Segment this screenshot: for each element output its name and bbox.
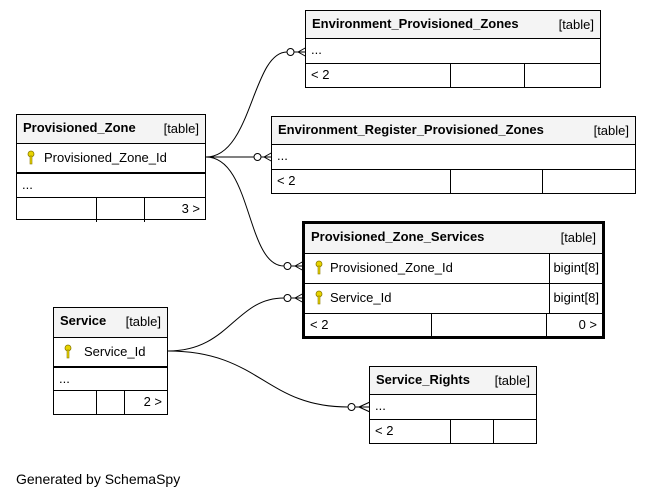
column-row[interactable]: Provisioned_Zone_Id bigint[8] <box>305 254 602 284</box>
table-header: Environment_Provisioned_Zones [table] <box>306 11 600 39</box>
column-name: Service_Id <box>330 290 392 305</box>
relations-row: < 2 0 > <box>305 314 602 339</box>
table-kind: [table] <box>560 230 596 245</box>
table-kind: [table] <box>163 121 199 136</box>
table-service-rights[interactable]: Service_Rights [table] ... < 2 <box>369 366 537 444</box>
table-kind: [table] <box>494 373 530 388</box>
table-kind: [table] <box>593 123 629 138</box>
primary-key-icon <box>64 344 72 359</box>
table-environment-provisioned-zones[interactable]: Environment_Provisioned_Zones [table] ..… <box>305 10 601 88</box>
table-environment-register-provisioned-zones[interactable]: Environment_Register_Provisioned_Zones [… <box>271 116 636 194</box>
primary-key-icon <box>27 150 35 165</box>
primary-key-icon <box>315 260 323 275</box>
table-name[interactable]: Provisioned_Zone_Services <box>311 229 485 244</box>
edge-pz-to-env-provisioned-zones <box>205 51 288 158</box>
table-name[interactable]: Service_Rights <box>376 372 470 387</box>
column-name: Provisioned_Zone_Id <box>44 150 167 165</box>
relations-cell <box>431 314 432 339</box>
relations-cell <box>450 64 451 88</box>
primary-key-icon <box>315 290 323 305</box>
table-name[interactable]: Environment_Provisioned_Zones <box>312 16 519 31</box>
relations-cell <box>546 314 547 339</box>
table-header: Service_Rights [table] <box>370 367 536 395</box>
table-name[interactable]: Provisioned_Zone <box>23 120 136 135</box>
more-columns-row: ... <box>272 145 635 170</box>
relations-row: < 2 <box>306 64 600 88</box>
relations-cell <box>96 391 97 415</box>
table-name[interactable]: Environment_Register_Provisioned_Zones <box>278 122 544 137</box>
column-name: Service_Id <box>84 344 146 359</box>
column-type: bigint[8] <box>549 254 602 283</box>
column-row[interactable]: Service_Id <box>54 338 167 368</box>
relations-cell <box>493 420 494 444</box>
relations-cell <box>542 170 543 194</box>
children-count[interactable]: 2 > <box>143 394 162 409</box>
ellipsis: ... <box>59 371 70 386</box>
column-row[interactable]: Provisioned_Zone_Id <box>17 144 205 174</box>
relations-cell <box>450 420 451 444</box>
relations-cell <box>144 198 145 222</box>
more-columns-row: ... <box>370 395 536 420</box>
ellipsis: ... <box>311 42 322 57</box>
table-provisioned-zone[interactable]: Provisioned_Zone [table] Provisioned_Zon… <box>16 114 206 222</box>
column-row[interactable]: Service_Id bigint[8] <box>305 284 602 314</box>
relations-cell <box>124 391 125 415</box>
table-kind: [table] <box>125 314 161 329</box>
relations-cell <box>524 64 525 88</box>
edge-service-to-service-rights <box>167 350 349 408</box>
edge-service-to-pz-services <box>167 297 285 352</box>
parents-count[interactable]: < 2 <box>277 173 296 188</box>
parents-count[interactable]: < 2 <box>311 67 330 82</box>
table-provisioned-zone-services[interactable]: Provisioned_Zone_Services [table] Provis… <box>302 221 605 339</box>
table-header: Provisioned_Zone [table] <box>17 115 205 144</box>
more-columns-row: ... <box>54 368 167 391</box>
ellipsis: ... <box>277 148 288 163</box>
table-header: Provisioned_Zone_Services [table] <box>305 224 602 254</box>
relations-cell <box>450 170 451 194</box>
relations-cell <box>96 198 97 222</box>
edge-pz-to-pz-services <box>205 156 285 267</box>
table-header: Environment_Register_Provisioned_Zones [… <box>272 117 635 145</box>
table-name[interactable]: Service <box>60 313 107 328</box>
table-service[interactable]: Service [table] Service_Id ... 2 > <box>53 307 168 415</box>
more-columns-row: ... <box>306 39 600 64</box>
children-count[interactable]: 0 > <box>578 317 597 332</box>
ellipsis: ... <box>375 398 386 413</box>
column-type: bigint[8] <box>549 284 602 313</box>
table-header: Service [table] <box>54 308 167 338</box>
parents-count[interactable]: < 2 <box>375 423 394 438</box>
children-count[interactable]: 3 > <box>181 201 200 216</box>
relations-row: 2 > <box>54 391 167 415</box>
generated-by-footer: Generated by SchemaSpy <box>16 471 181 487</box>
column-name: Provisioned_Zone_Id <box>330 260 453 275</box>
ellipsis: ... <box>22 177 33 192</box>
relations-row: < 2 <box>272 170 635 194</box>
relations-row: < 2 <box>370 420 536 444</box>
relations-row: 3 > <box>17 198 205 222</box>
table-kind: [table] <box>558 17 594 32</box>
parents-count[interactable]: < 2 <box>310 317 329 332</box>
more-columns-row: ... <box>17 174 205 198</box>
